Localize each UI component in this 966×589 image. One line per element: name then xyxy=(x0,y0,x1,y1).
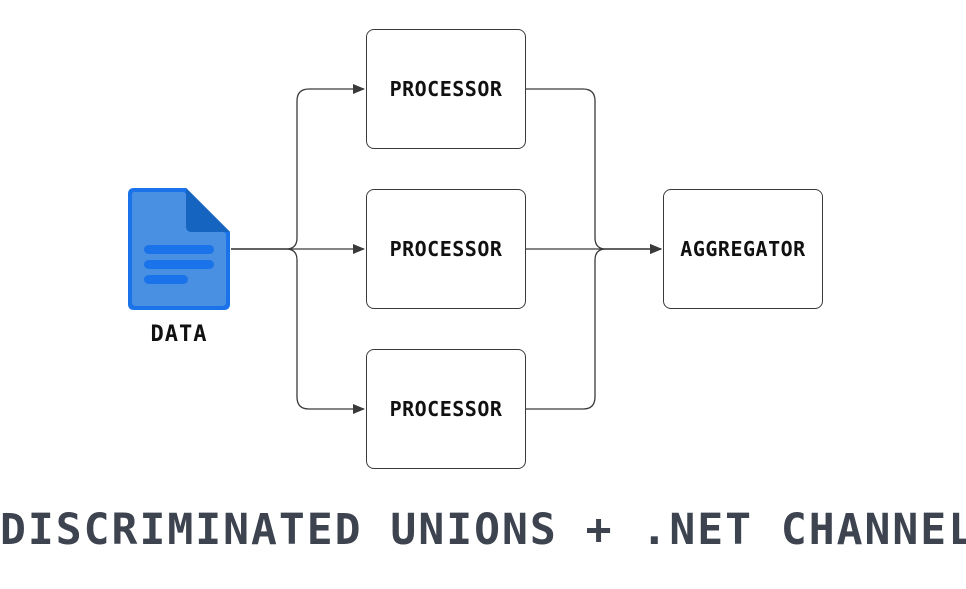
processor-node-2-label: PROCESSOR xyxy=(389,237,503,261)
aggregator-node[interactable]: AGGREGATOR xyxy=(663,189,823,309)
processor-node-2[interactable]: PROCESSOR xyxy=(366,189,526,309)
document-icon xyxy=(128,188,230,310)
edge-processor-1-to-aggregator xyxy=(526,88,662,254)
edge-data-to-processor-3 xyxy=(231,248,365,414)
processor-node-1[interactable]: PROCESSOR xyxy=(366,29,526,149)
edge-data-to-processor-1 xyxy=(231,84,365,250)
processor-node-3[interactable]: PROCESSOR xyxy=(366,349,526,469)
edge-processor-3-to-aggregator xyxy=(526,244,662,410)
processor-node-1-label: PROCESSOR xyxy=(389,77,503,101)
processor-node-3-label: PROCESSOR xyxy=(389,397,503,421)
page-title: DISCRIMINATED UNIONS + .NET CHANNELS xyxy=(0,505,966,555)
aggregator-node-label: AGGREGATOR xyxy=(680,237,806,261)
data-source-label: DATA xyxy=(150,322,208,347)
